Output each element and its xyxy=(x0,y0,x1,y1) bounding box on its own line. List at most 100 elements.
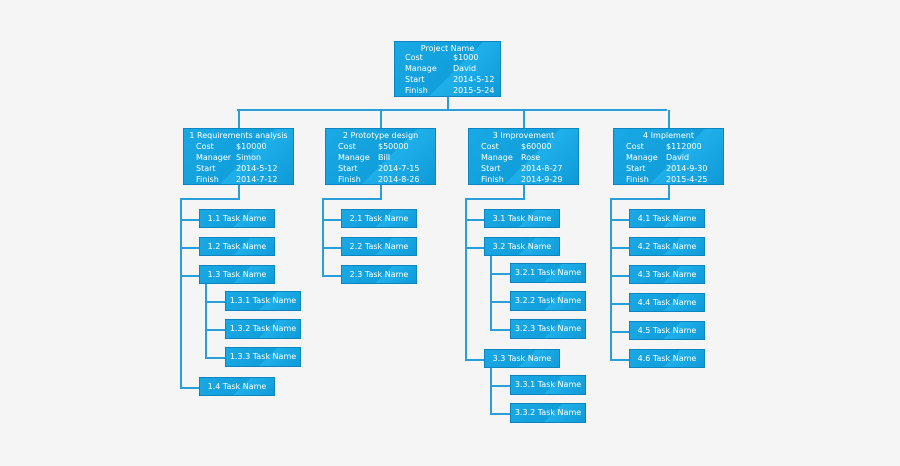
field-value: $1000 xyxy=(453,53,479,62)
field-value: 2014-9-30 xyxy=(666,164,708,173)
phase-trunk-cap xyxy=(465,198,525,200)
task-4.5[interactable]: 4.5 Task Name xyxy=(629,321,705,340)
phase-drop-line xyxy=(668,110,670,128)
subtask-3.3.1[interactable]: 3.3.1 Task Name xyxy=(510,375,586,395)
field-value: $10000 xyxy=(236,142,267,151)
task-3.2[interactable]: 3.2 Task Name xyxy=(484,237,560,256)
task-3.3[interactable]: 3.3 Task Name xyxy=(484,349,560,368)
task-2.1[interactable]: 2.1 Task Name xyxy=(341,209,417,228)
task-label: 1.2 Task Name xyxy=(207,241,267,251)
phase-down-line xyxy=(523,185,525,199)
phase-drop-line xyxy=(523,110,525,128)
task-label: 3.2.2 Task Name xyxy=(514,296,582,305)
subtask-branch-line xyxy=(205,357,225,359)
phase-down-line xyxy=(238,185,240,199)
field-label: Start xyxy=(338,164,358,173)
task-1.3[interactable]: 1.3 Task Name xyxy=(199,265,275,284)
root-connector xyxy=(447,97,449,110)
subtask-1.3.3[interactable]: 1.3.3 Task Name xyxy=(225,347,301,367)
field-value: 2014-8-26 xyxy=(378,175,420,184)
field-value: 2014-8-27 xyxy=(521,164,563,173)
task-label: 2.1 Task Name xyxy=(349,213,409,223)
task-1.2[interactable]: 1.2 Task Name xyxy=(199,237,275,256)
task-label: 1.1 Task Name xyxy=(207,213,267,223)
field-label: Cost xyxy=(626,142,644,151)
field-value: 2015-5-24 xyxy=(453,86,495,95)
task-trunk-line xyxy=(322,198,324,277)
field-label: Start xyxy=(196,164,216,173)
task-branch-line xyxy=(180,387,199,389)
subtask-3.2.2[interactable]: 3.2.2 Task Name xyxy=(510,291,586,311)
subtask-3.2.3[interactable]: 3.2.3 Task Name xyxy=(510,319,586,339)
task-branch-line xyxy=(610,303,629,305)
field-value: 2014-7-15 xyxy=(378,164,420,173)
node-title: 1 Requirements analysis xyxy=(189,131,288,140)
task-branch-line xyxy=(180,275,199,277)
field-label: Finish xyxy=(405,86,428,95)
task-label: 4.3 Task Name xyxy=(637,269,697,279)
field-value: $60000 xyxy=(521,142,552,151)
task-branch-line xyxy=(610,331,629,333)
field-label: Start xyxy=(626,164,646,173)
task-branch-line xyxy=(610,359,629,361)
field-label: Finish xyxy=(338,175,361,184)
subtask-branch-line xyxy=(490,413,510,415)
field-value: Rose xyxy=(521,153,541,162)
subtask-branch-line xyxy=(490,273,510,275)
task-3.1[interactable]: 3.1 Task Name xyxy=(484,209,560,228)
subtask-trunk-line xyxy=(205,284,207,359)
task-branch-line xyxy=(322,275,341,277)
phase-drop-line xyxy=(238,110,240,128)
subtask-3.3.2[interactable]: 3.3.2 Task Name xyxy=(510,403,586,423)
phase-trunk-cap xyxy=(322,198,382,200)
field-label: Manager xyxy=(196,153,232,162)
subtask-branch-line xyxy=(490,385,510,387)
subtask-branch-line xyxy=(205,301,225,303)
task-label: 1.3.2 Task Name xyxy=(229,324,297,333)
task-branch-line xyxy=(610,219,629,221)
task-trunk-line xyxy=(465,198,467,361)
task-branch-line xyxy=(610,275,629,277)
task-1.4[interactable]: 1.4 Task Name xyxy=(199,377,275,396)
task-trunk-line xyxy=(180,198,182,389)
subtask-1.3.2[interactable]: 1.3.2 Task Name xyxy=(225,319,301,339)
task-branch-line xyxy=(465,219,484,221)
subtask-3.2.1[interactable]: 3.2.1 Task Name xyxy=(510,263,586,283)
task-branch-line xyxy=(180,219,199,221)
field-value: $112000 xyxy=(666,142,702,151)
field-value: David xyxy=(453,64,477,73)
field-label: Finish xyxy=(196,175,219,184)
phase-bus-line xyxy=(237,109,667,111)
task-label: 4.6 Task Name xyxy=(637,353,697,363)
field-value: 2014-7-12 xyxy=(236,175,278,184)
field-label: Cost xyxy=(338,142,356,151)
node-title: 2 Prototype design xyxy=(342,131,419,140)
field-label: Start xyxy=(481,164,501,173)
task-label: 2.3 Task Name xyxy=(349,269,409,279)
task-4.6[interactable]: 4.6 Task Name xyxy=(629,349,705,368)
task-branch-line xyxy=(322,247,341,249)
task-2.2[interactable]: 2.2 Task Name xyxy=(341,237,417,256)
field-label: Cost xyxy=(196,142,214,151)
subtask-trunk-line xyxy=(490,256,492,331)
task-label: 3.2.1 Task Name xyxy=(514,268,582,277)
task-4.3[interactable]: 4.3 Task Name xyxy=(629,265,705,284)
task-4.1[interactable]: 4.1 Task Name xyxy=(629,209,705,228)
task-label: 1.3.3 Task Name xyxy=(229,352,297,361)
task-branch-line xyxy=(322,219,341,221)
task-1.1[interactable]: 1.1 Task Name xyxy=(199,209,275,228)
task-4.4[interactable]: 4.4 Task Name xyxy=(629,293,705,312)
node-title: Project Name xyxy=(420,44,475,53)
task-4.2[interactable]: 4.2 Task Name xyxy=(629,237,705,256)
subtask-branch-line xyxy=(490,329,510,331)
field-value: 2014-9-29 xyxy=(521,175,563,184)
task-2.3[interactable]: 2.3 Task Name xyxy=(341,265,417,284)
task-label: 1.3.1 Task Name xyxy=(229,296,297,305)
subtask-1.3.1[interactable]: 1.3.1 Task Name xyxy=(225,291,301,311)
